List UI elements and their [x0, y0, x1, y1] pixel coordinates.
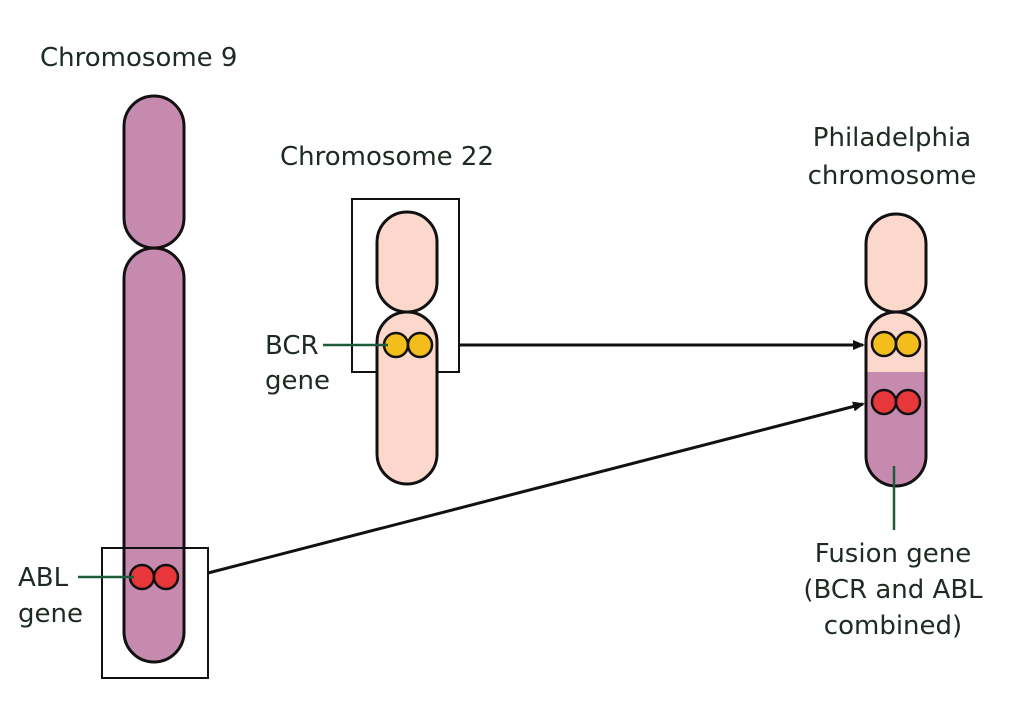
abl-translocation-arrow — [207, 401, 865, 575]
abl-gene-marker — [128, 563, 180, 591]
bcr-label-line-2: gene — [265, 366, 330, 396]
chromosome-9-long-arm — [122, 246, 186, 664]
chromosome-9-label: Chromosome 9 — [40, 43, 237, 73]
philadelphia-bcr-marker — [870, 330, 922, 358]
philadelphia-label-line-2: chromosome — [808, 161, 977, 191]
bcr-gene-marker — [382, 331, 434, 359]
philadelphia-short-arm — [864, 212, 928, 314]
philadelphia-label-line-1: Philadelphia — [813, 123, 971, 153]
fusion-label-line-1: Fusion gene — [815, 539, 971, 569]
abl-highlight-box — [101, 547, 209, 679]
chromosome-9 — [122, 94, 186, 664]
abl-label-line-1: ABL — [18, 563, 69, 593]
abl-label-line-2: gene — [18, 599, 83, 629]
philadelphia-abl-marker — [870, 388, 922, 416]
fusion-label-line-3: combined) — [824, 611, 962, 641]
philadelphia-long-arm-outline — [864, 310, 928, 488]
chromosome-9-short-arm — [122, 94, 186, 250]
chromosome-22-short-arm — [375, 210, 439, 314]
bcr-label-line-1: BCR — [265, 331, 319, 361]
chromosome-22-label: Chromosome 22 — [280, 142, 494, 172]
fusion-label-line-2: (BCR and ABL — [803, 575, 983, 605]
